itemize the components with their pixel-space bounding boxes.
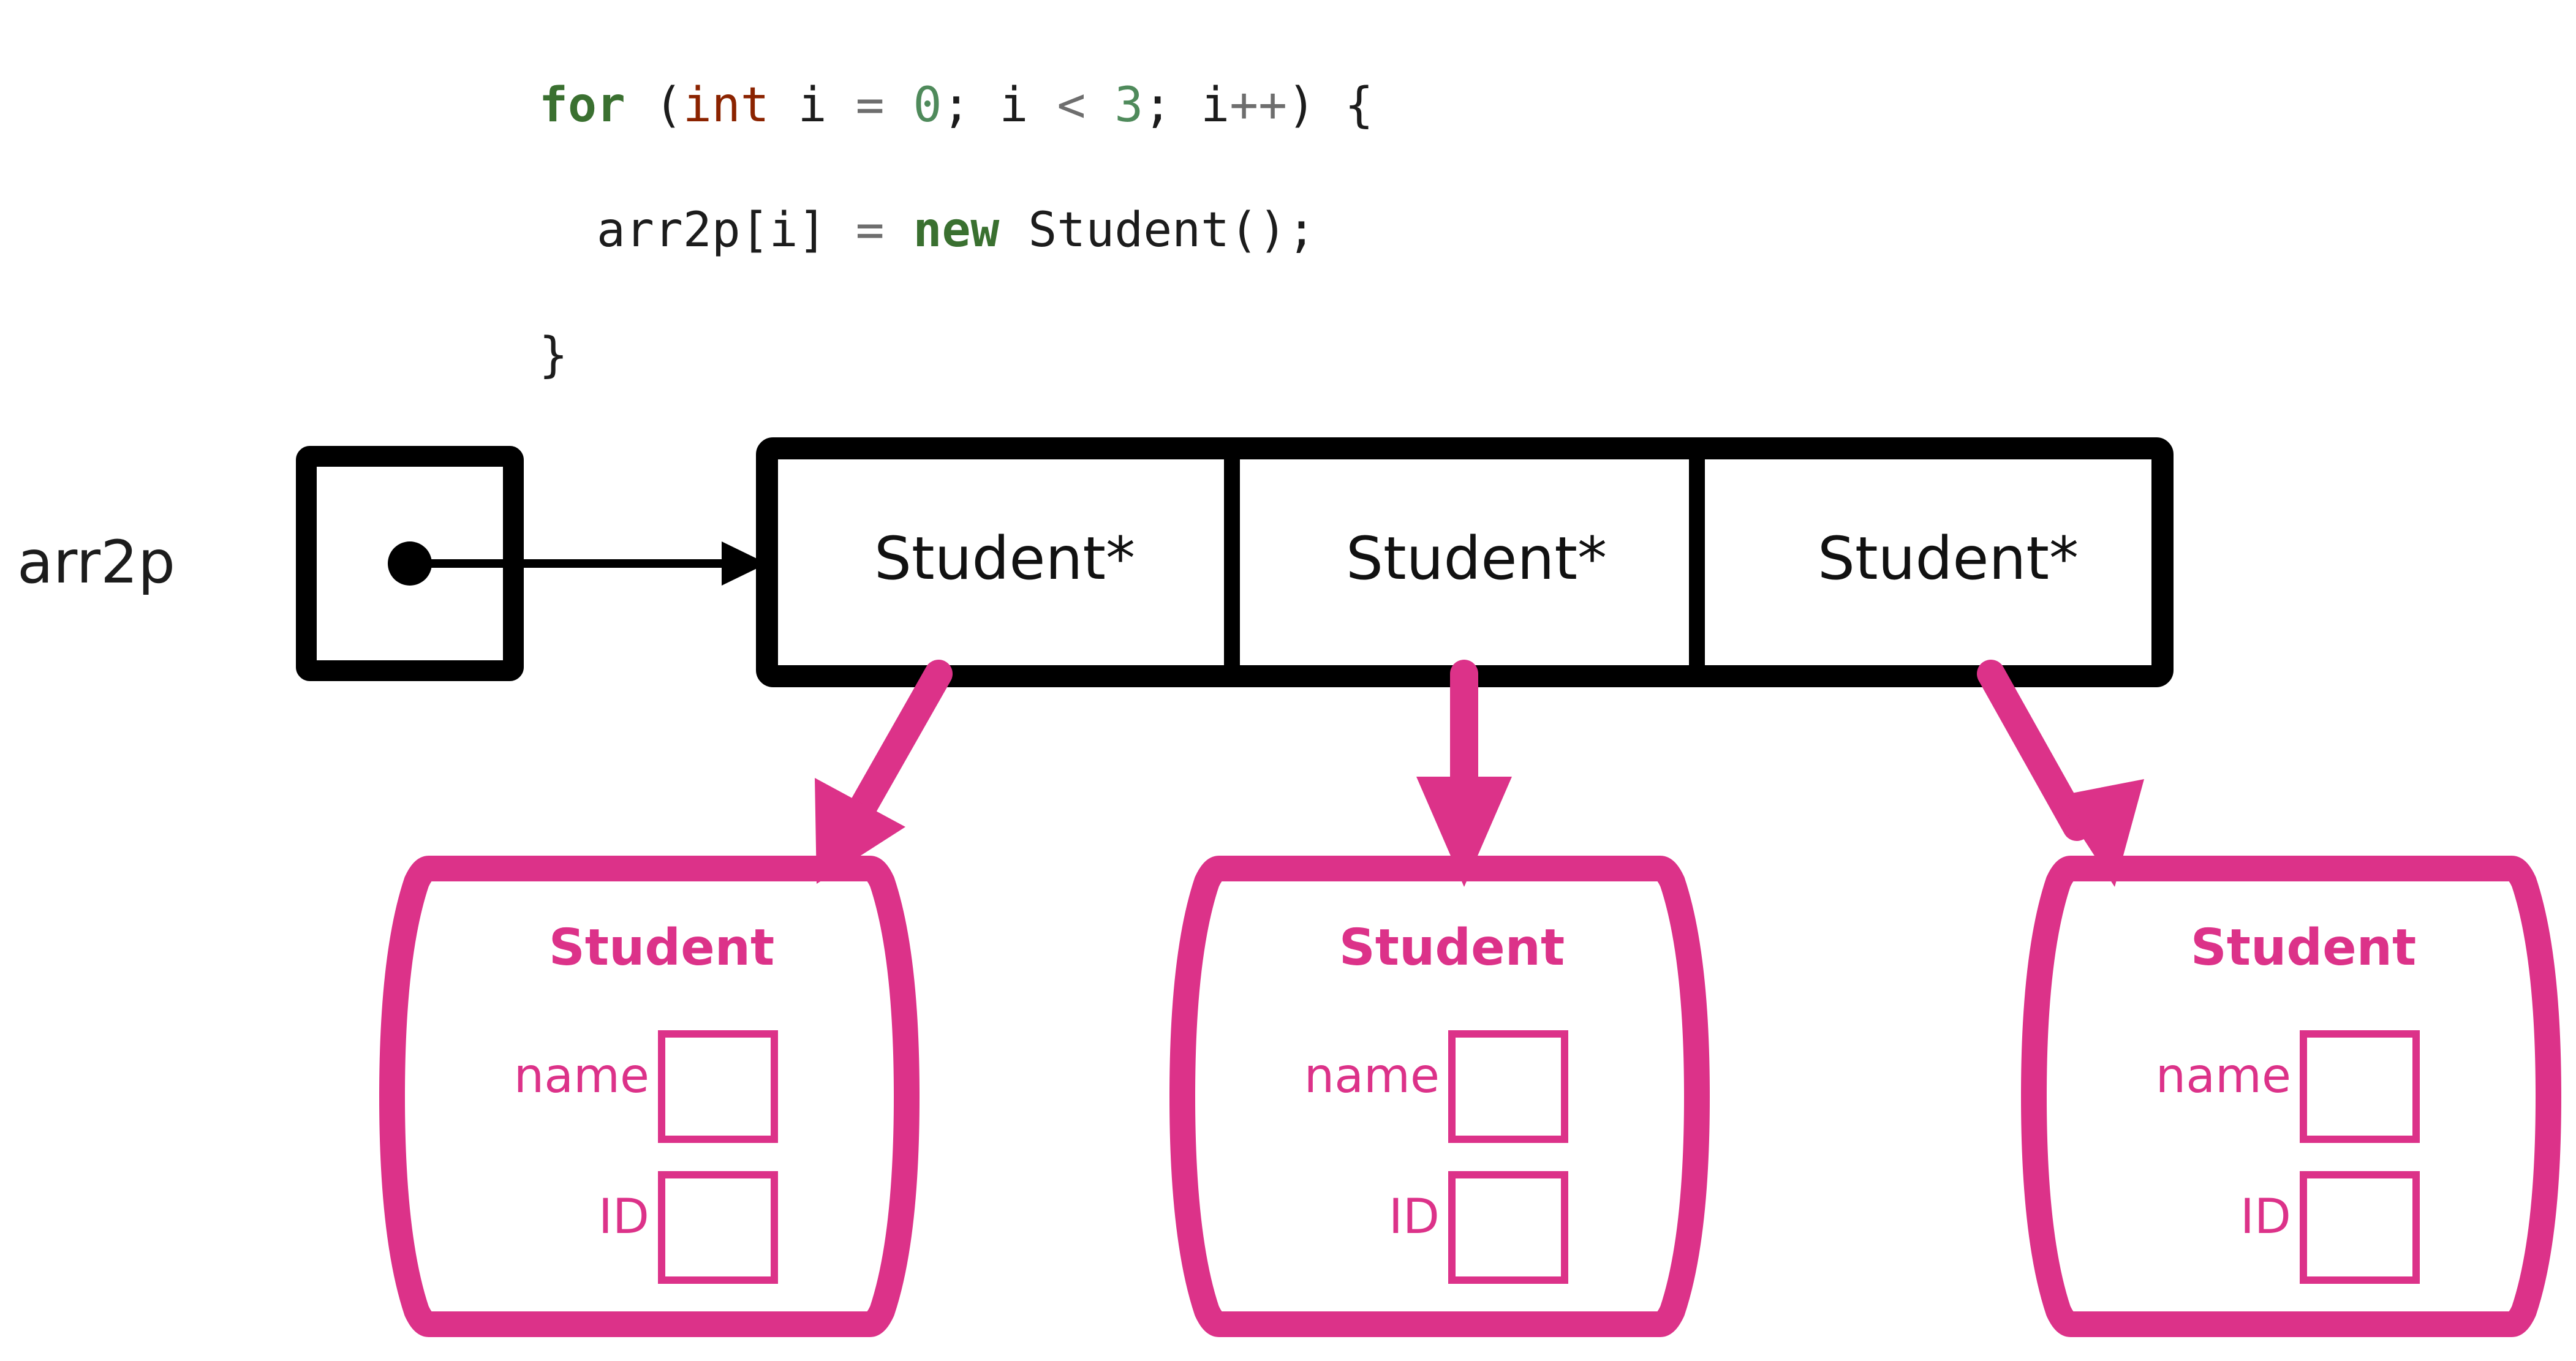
arrow-cell0-to-student0	[815, 660, 953, 884]
array-cell-0[interactable]: Student*	[874, 524, 1135, 593]
code-snippet: for (int i = 0; i < 3; i++) { arr2p[i] =…	[539, 1, 1373, 418]
student-object-1-title: Student	[1339, 919, 1565, 977]
student-object-2-outline	[2021, 856, 2561, 1337]
array-cell-1[interactable]: Student*	[1346, 524, 1607, 593]
student-object-2	[2021, 856, 2561, 1337]
arrow-cell1-to-student1	[1416, 660, 1512, 887]
student-object-0-name-value-box[interactable]	[658, 1030, 778, 1143]
student-object-2-id-label: ID	[2240, 1189, 2291, 1245]
student-object-2-name-label: name	[2155, 1049, 2291, 1104]
student-object-1-id-label: ID	[1388, 1189, 1440, 1245]
arrow-cell2-to-student2	[1977, 660, 2144, 887]
student-object-0-title: Student	[548, 919, 775, 977]
student-object-1-name-value-box[interactable]	[1448, 1030, 1568, 1143]
student-object-2-name-value-box[interactable]	[2300, 1030, 2420, 1143]
student-object-2-id-value-box[interactable]	[2300, 1171, 2420, 1284]
student-object-1-id-value-box[interactable]	[1448, 1171, 1568, 1284]
student-object-1-outline	[1169, 856, 1710, 1337]
code-line-2: }	[539, 328, 568, 383]
arrow-pointer-to-array	[410, 541, 767, 586]
code-line-0: for (int i = 0; i < 3; i++) {	[539, 78, 1373, 133]
student-object-0-id-label: ID	[598, 1189, 649, 1245]
code-line-1: arr2p[i] = new Student();	[596, 203, 1316, 258]
student-object-1-name-label: name	[1304, 1049, 1440, 1104]
student-object-0-id-value-box[interactable]	[658, 1171, 778, 1284]
array-cell-2[interactable]: Student*	[1818, 524, 2079, 593]
student-object-0	[379, 856, 920, 1337]
student-object-1	[1169, 856, 1710, 1337]
student-object-0-name-label: name	[513, 1049, 649, 1104]
pointer-variable-label: arr2p	[17, 528, 176, 597]
student-object-0-outline	[379, 856, 920, 1337]
student-object-2-title: Student	[2190, 919, 2417, 977]
